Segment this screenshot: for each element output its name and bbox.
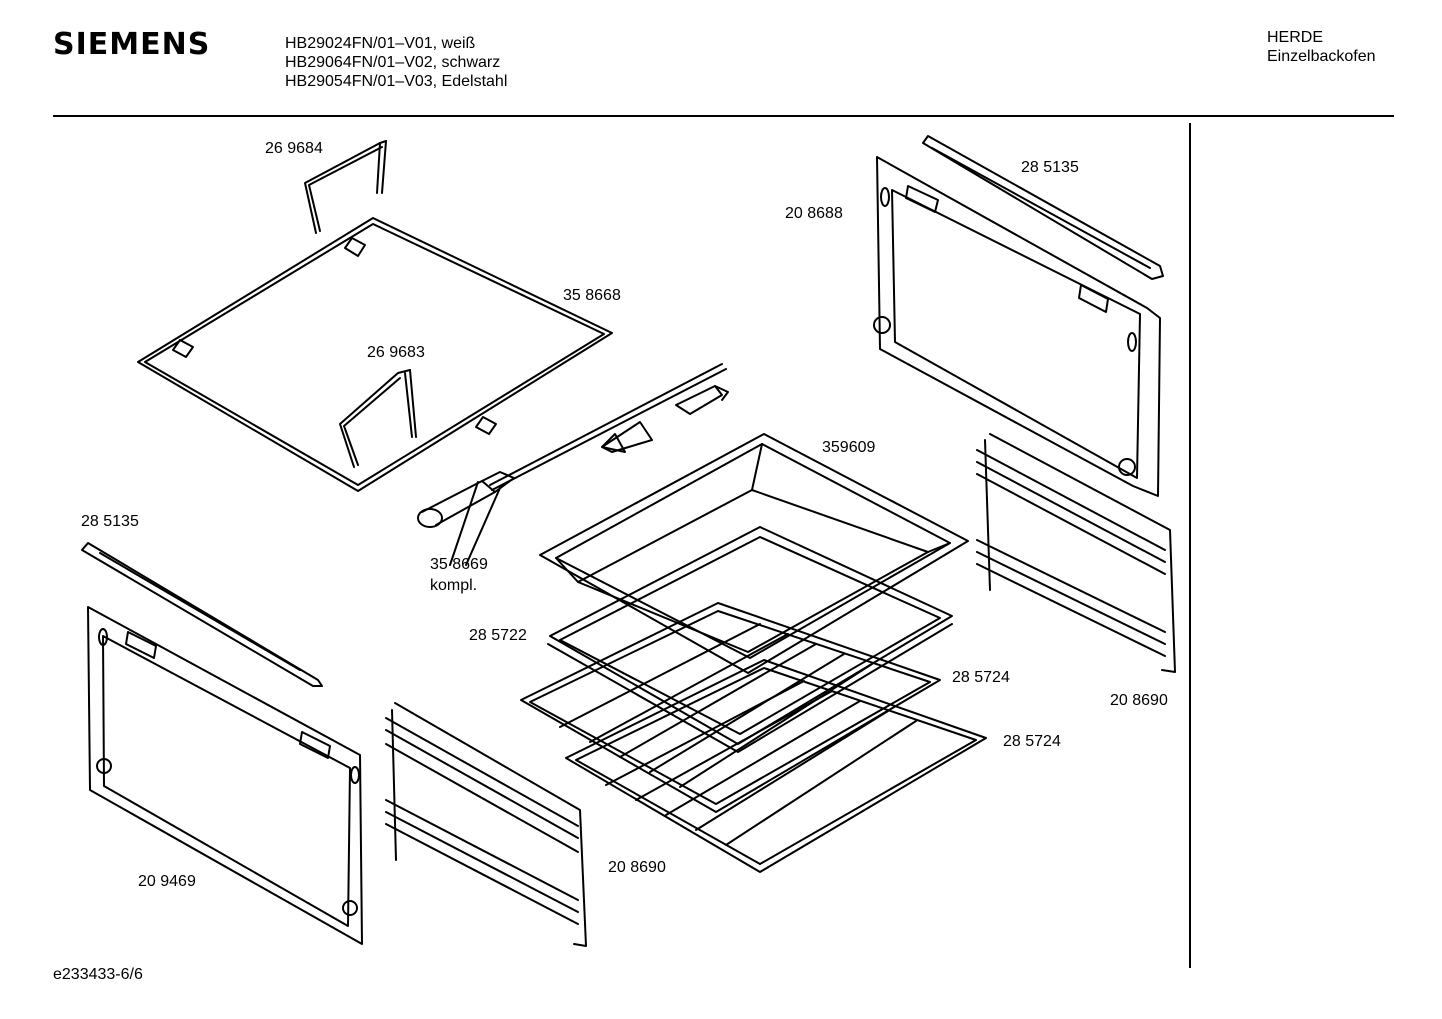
label-209469: 20 9469 <box>138 873 196 890</box>
label-358669-kompl: kompl. <box>430 577 478 594</box>
part-208690-side-rail-right <box>976 433 1176 673</box>
label-358669: 35 8669 <box>430 556 488 573</box>
label-285724-a: 28 5724 <box>952 669 1010 686</box>
model-line-3: HB29054FN/01–V03, Edelstahl <box>285 73 508 90</box>
part-285722-flat-pan <box>547 526 953 753</box>
part-358669-rotisserie-spit <box>417 363 729 566</box>
model-line-2: HB29064FN/01–V02, schwarz <box>285 54 501 71</box>
label-359609: 359609 <box>822 439 876 456</box>
part-269684-wire-handle <box>304 140 387 234</box>
side-divider <box>1189 123 1191 968</box>
label-269684: 26 9684 <box>265 140 323 157</box>
part-269683-wire-handle <box>339 369 417 468</box>
siemens-logo: SIEMENS <box>53 27 211 62</box>
label-208690-right: 20 8690 <box>1110 692 1168 709</box>
part-208688-side-panel <box>873 156 1161 497</box>
label-208690-middle: 20 8690 <box>608 859 666 876</box>
model-line-1: HB29024FN/01–V01, weiß <box>285 35 476 52</box>
part-285724-wire-rack-lower <box>565 659 987 873</box>
label-285135-left: 28 5135 <box>81 513 139 530</box>
label-358668: 35 8668 <box>563 287 621 304</box>
part-359609-baking-tray <box>539 433 969 674</box>
part-358668-shelf-frame <box>137 217 613 492</box>
part-208690-side-rail-middle <box>385 702 587 947</box>
part-285724-wire-rack-upper <box>520 602 941 813</box>
label-269683: 26 9683 <box>367 344 425 361</box>
label-285722: 28 5722 <box>469 627 527 644</box>
header-divider <box>53 115 1394 117</box>
label-285135-top: 28 5135 <box>1021 159 1079 176</box>
part-209469-side-panel <box>87 606 363 945</box>
part-285135-top-rail <box>922 135 1164 280</box>
label-285724-b: 28 5724 <box>1003 733 1061 750</box>
document-id: e233433-6/6 <box>53 966 143 983</box>
model-list: HB29024FN/01–V01, weiß HB29064FN/01–V02,… <box>285 34 507 91</box>
category-einzelbackofen: Einzelbackofen <box>1267 48 1376 65</box>
appliance-category: HERDE Einzelbackofen <box>1267 28 1376 66</box>
label-208688: 20 8688 <box>785 205 843 222</box>
part-285135-left-rail <box>81 542 323 687</box>
category-herde: HERDE <box>1267 29 1324 46</box>
